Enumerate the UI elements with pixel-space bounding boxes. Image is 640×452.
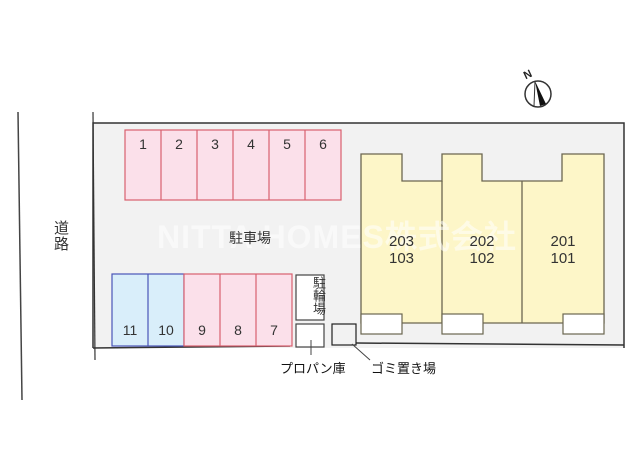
- unit-lower: 103: [388, 250, 415, 267]
- unit-upper: 202: [469, 233, 495, 250]
- parking-space-10: 10: [158, 322, 174, 338]
- parking-space-5: 5: [283, 136, 291, 152]
- bicycle-parking-box: [295, 274, 325, 321]
- propane-storage-label: プロパン庫: [280, 362, 346, 377]
- parking-bottom-row: [111, 273, 293, 347]
- unit-lower: 102: [469, 250, 495, 267]
- building-unit-203-103: 203 103: [361, 233, 442, 267]
- propane-storage-box: [295, 323, 325, 348]
- garbage-area-label: ゴミ置き場: [371, 362, 437, 377]
- parking-space-9: 9: [198, 322, 206, 338]
- bicycle-parking-label: 駐輪場: [310, 276, 325, 315]
- parking-space-6: 6: [319, 136, 327, 152]
- parking-space-4: 4: [247, 136, 255, 152]
- parking-top-row: [124, 129, 342, 201]
- unit-upper: 203: [388, 233, 415, 250]
- parking-space-7: 7: [270, 322, 278, 338]
- building-unit-201-101: 201 101: [522, 233, 604, 267]
- watermark: NITTA HOMES株式会社: [157, 219, 517, 255]
- parking-space-1: 1: [139, 136, 147, 152]
- parking-space-8: 8: [234, 322, 242, 338]
- road-edge-line: [17, 111, 23, 401]
- compass-north-icon: [524, 80, 552, 108]
- parking-space-2: 2: [175, 136, 183, 152]
- parking-area-label: 駐車場: [229, 231, 271, 247]
- unit-lower: 101: [550, 250, 576, 267]
- unit-upper: 201: [550, 233, 576, 250]
- parking-space-11: 11: [122, 322, 138, 338]
- garbage-area-box: [331, 323, 357, 346]
- apartment-building: [360, 153, 605, 335]
- road-label: 道路: [52, 220, 70, 252]
- parking-space-3: 3: [211, 136, 219, 152]
- building-unit-202-102: 202 102: [442, 233, 522, 267]
